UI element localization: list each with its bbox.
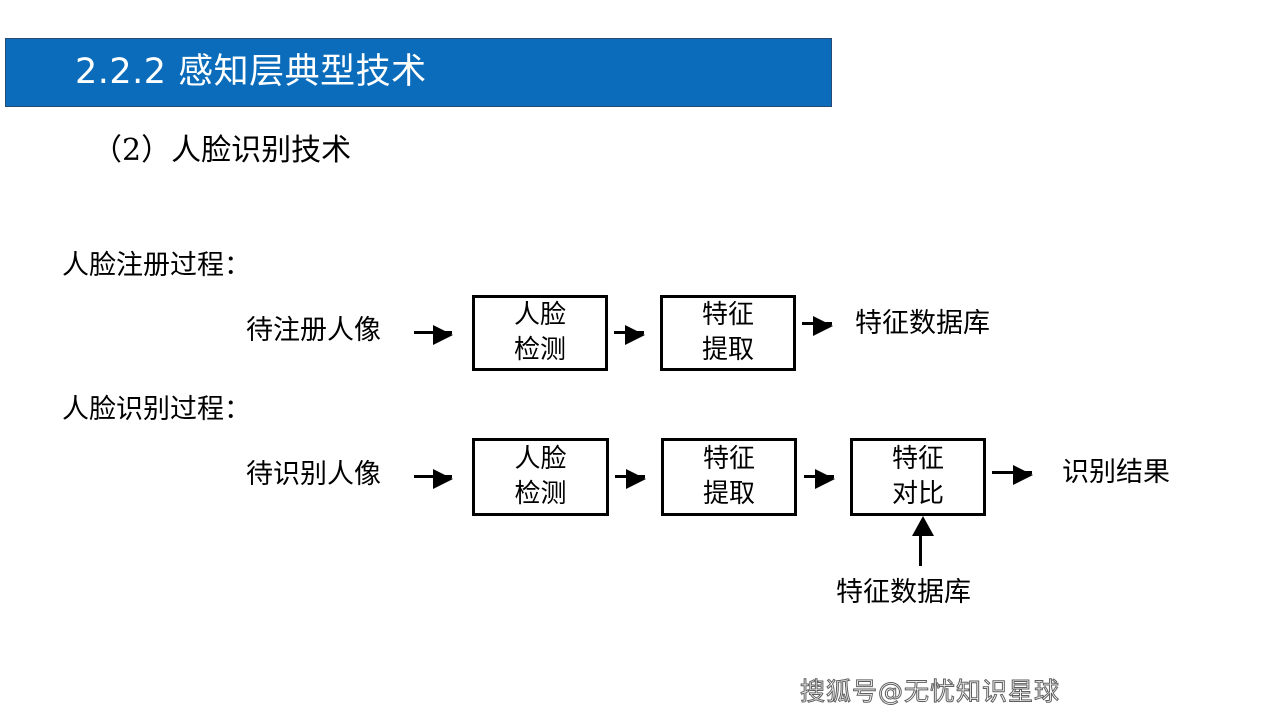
page-title: 2.2.2 感知层典型技术: [75, 52, 427, 92]
process-box-line1: 特征: [701, 300, 754, 330]
process-box-line1: 特征: [891, 444, 944, 474]
flow-input-face-registration: 待注册人像: [246, 315, 381, 346]
watermark: 搜狐号@无忧知识星球: [799, 677, 1061, 707]
process-box-line2: 对比: [891, 479, 944, 509]
flow-output-face-registration: 特征数据库: [855, 308, 990, 339]
process-box-line2: 提取: [702, 479, 755, 509]
flow-label-face-recognition: 人脸识别过程：: [62, 394, 251, 425]
flow-input-face-recognition: 待识别人像: [246, 459, 381, 490]
process-box-feature-extraction-recognition: 特征 提取: [661, 438, 797, 516]
arrow-right-icon: [992, 465, 1033, 485]
process-box-line2: 提取: [701, 335, 754, 365]
flow-label-face-registration: 人脸注册过程：: [62, 250, 251, 281]
arrow-right-icon: [414, 325, 453, 345]
process-box-feature-extraction-registration: 特征 提取: [660, 295, 796, 371]
process-box-line2: 检测: [513, 335, 566, 365]
process-box-line2: 检测: [514, 479, 567, 509]
process-box-line1: 特征: [702, 444, 755, 474]
flow-output-face-recognition: 识别结果: [1062, 457, 1170, 488]
arrow-right-icon: [802, 316, 833, 336]
arrow-up-icon: [912, 516, 934, 566]
flow-feed-feature-database: 特征数据库: [836, 577, 971, 608]
arrow-right-icon: [615, 469, 646, 489]
arrow-right-icon: [804, 469, 835, 489]
process-box-face-detection-recognition: 人脸 检测: [472, 438, 609, 516]
arrow-right-icon: [614, 325, 645, 345]
slide-subtitle: （2）人脸识别技术: [92, 133, 352, 168]
process-box-face-detection-registration: 人脸 检测: [472, 295, 608, 371]
slide-title-banner: [5, 38, 832, 107]
arrow-right-icon: [414, 469, 453, 489]
process-box-line1: 人脸: [514, 444, 567, 474]
process-box-feature-comparison: 特征 对比: [850, 438, 986, 516]
process-box-line1: 人脸: [513, 300, 566, 330]
